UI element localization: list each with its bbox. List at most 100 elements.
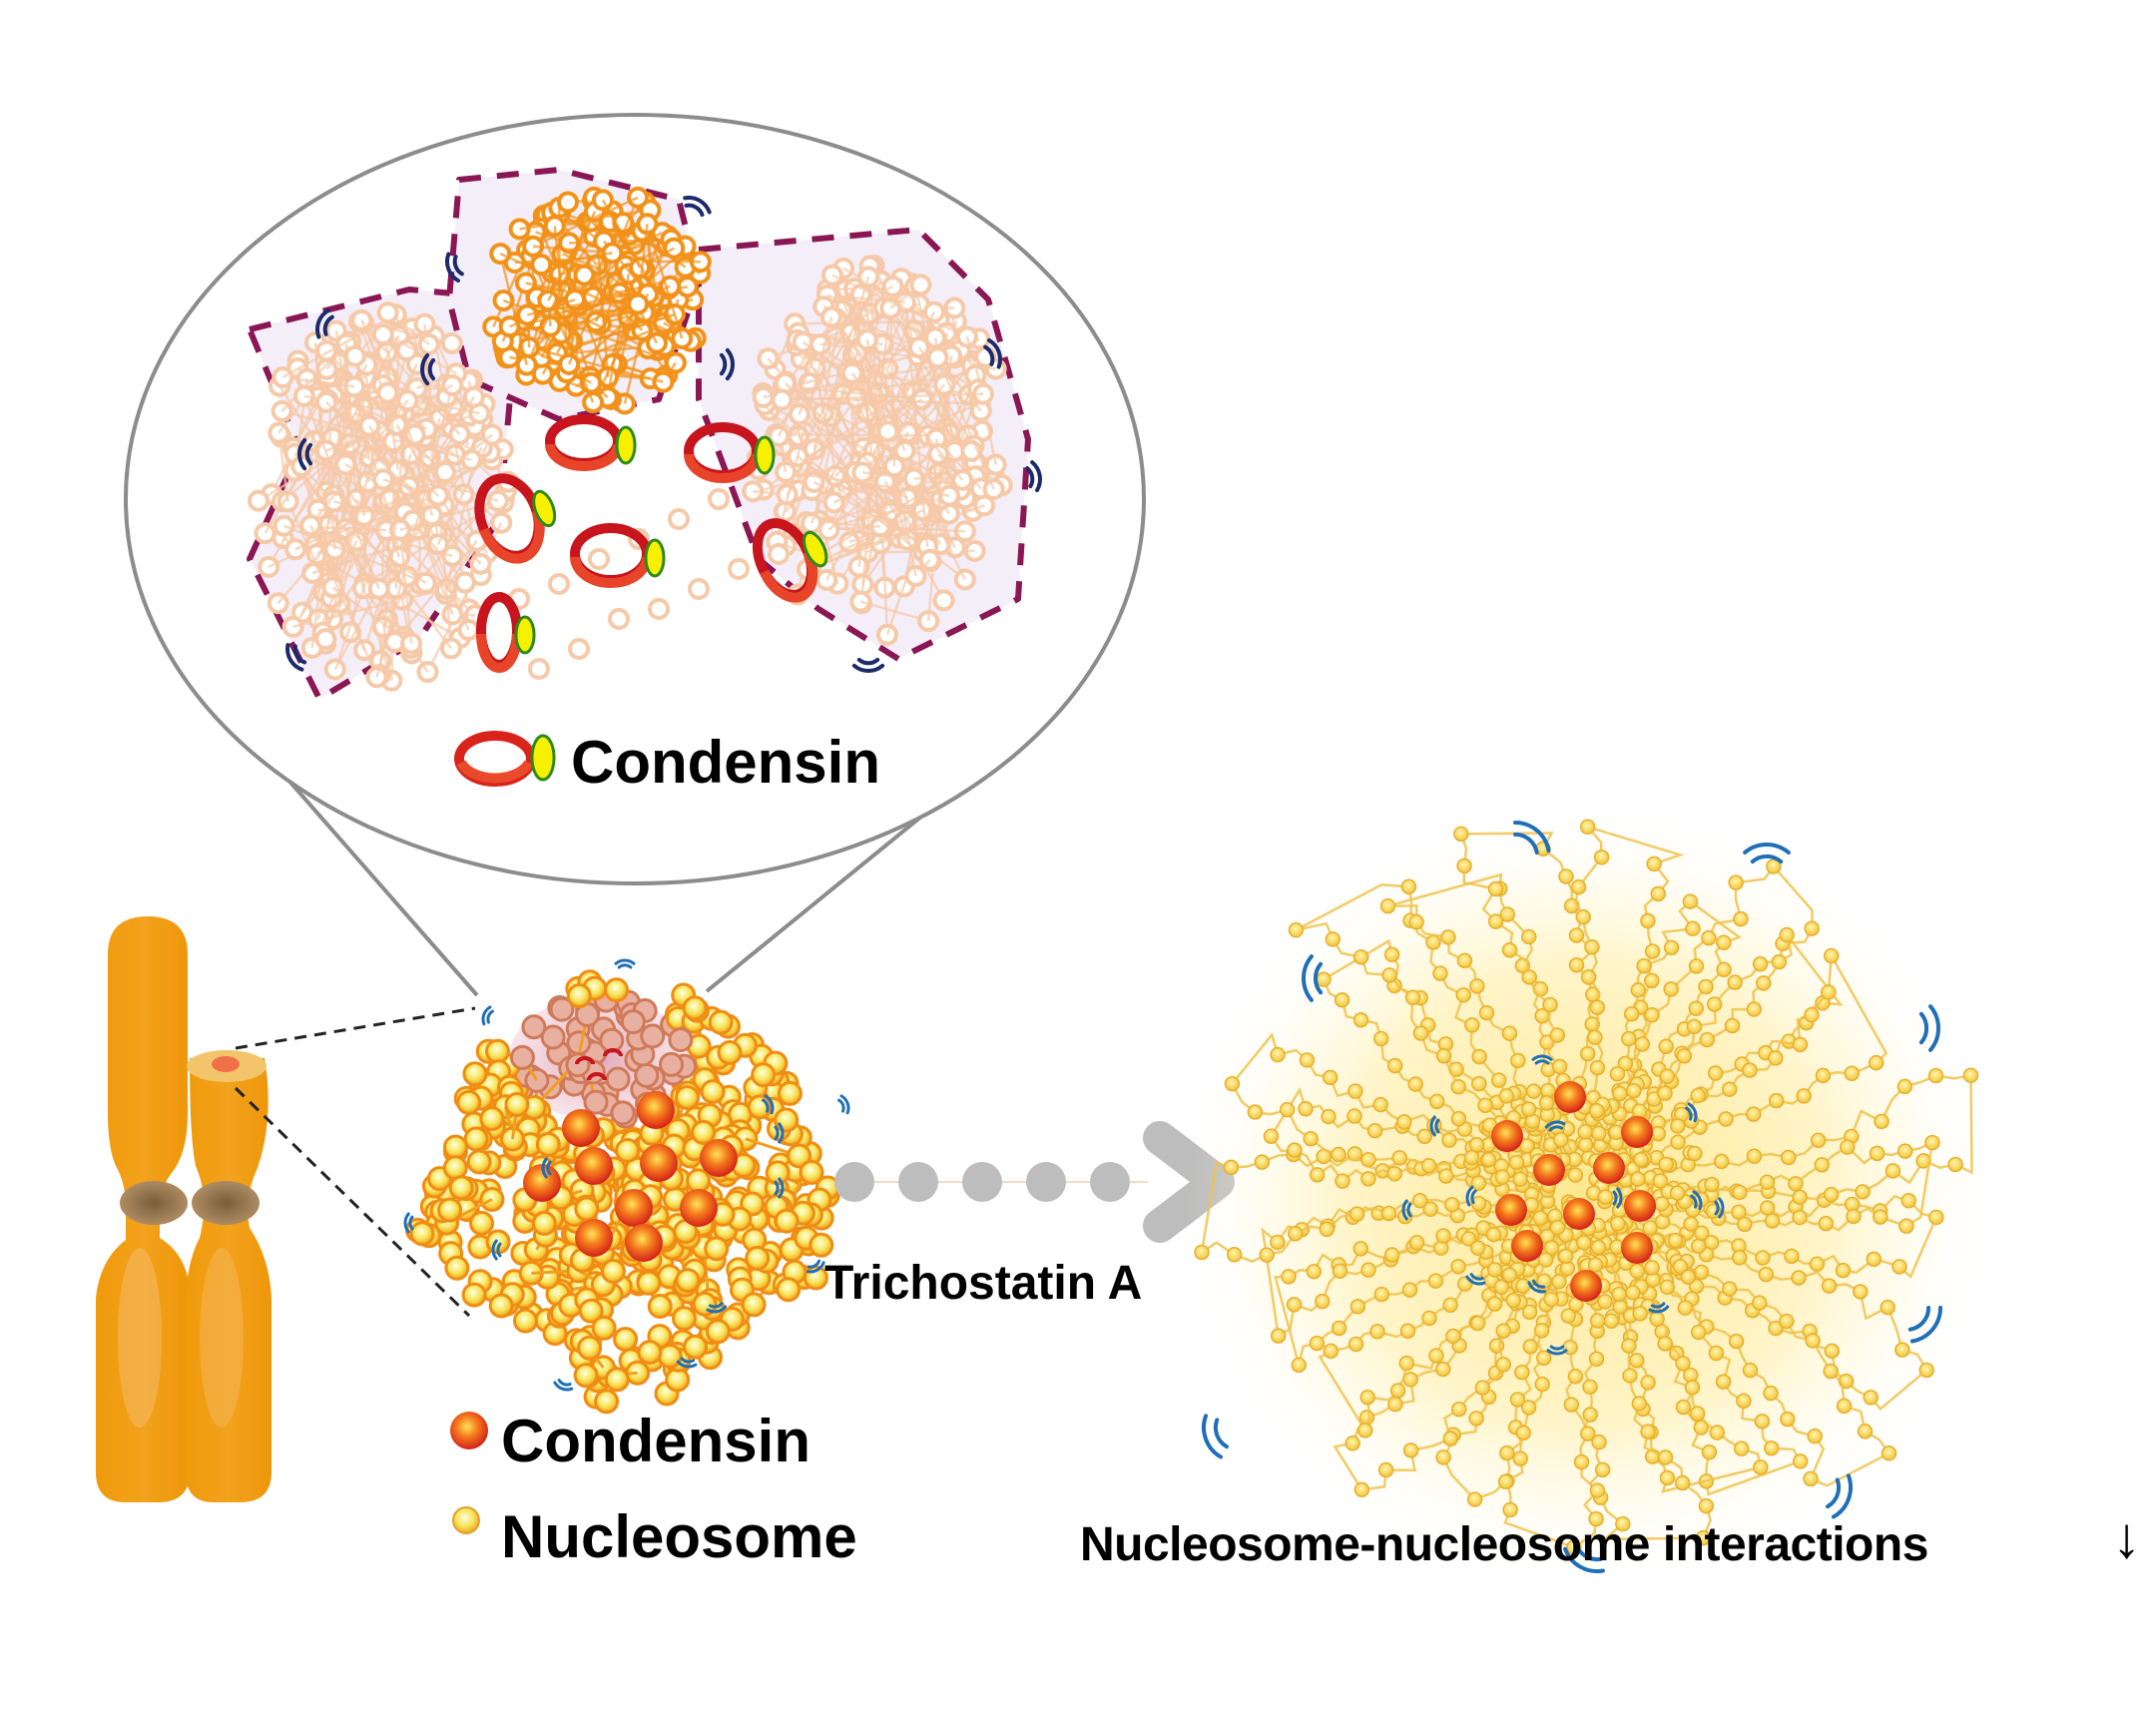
nucleosome-bead <box>926 346 949 369</box>
motion-mark-icon <box>1612 1187 1623 1209</box>
nucleosome-bead <box>456 1089 482 1115</box>
nucleosome-bead <box>1502 1501 1518 1518</box>
arrow-dot <box>1090 1162 1130 1202</box>
nucleosome-bead <box>637 1340 663 1366</box>
condensin-sphere <box>700 1139 738 1177</box>
motion-mark-icon <box>1429 1115 1440 1137</box>
nucleosome-bead <box>608 608 630 630</box>
motion-mark-icon <box>683 196 712 218</box>
nucleosome-bead <box>1515 1425 1532 1441</box>
nucleosome-bead <box>932 589 955 612</box>
nucleosome-bead <box>1494 1169 1511 1185</box>
nucleosome-bead <box>1450 1259 1466 1275</box>
nucleosome-bead <box>704 1236 730 1262</box>
nucleosome-bead <box>1736 1393 1752 1410</box>
nucleosome-bead <box>1391 1150 1407 1166</box>
nucleosome-bead <box>1855 1184 1871 1200</box>
motion-mark-icon <box>774 1122 785 1144</box>
nucleosome-bead <box>708 1009 734 1035</box>
nucleosome-fiber <box>404 969 840 1415</box>
nucleosome-bead <box>1733 1440 1750 1456</box>
nucleosome-bead <box>1683 1216 1699 1232</box>
condensin-sphere <box>1621 1232 1653 1264</box>
nucleosome-bead <box>776 1277 802 1303</box>
nucleosome-bead <box>1644 972 1660 989</box>
nucleosome-bead <box>577 1335 603 1361</box>
nucleosome-bead <box>1597 1294 1613 1310</box>
nucleosome-bead <box>1626 1082 1642 1099</box>
nucleosome-bead <box>1658 1038 1674 1054</box>
nucleosome-bead <box>1689 1406 1706 1422</box>
nucleosome-bead <box>540 1024 566 1050</box>
nucleosome-bead <box>741 1292 767 1318</box>
chromosome <box>96 916 476 1502</box>
nucleosome-bead <box>683 1334 709 1360</box>
nucleosome-bead <box>1223 1159 1240 1176</box>
motion-mark-icon <box>1465 1185 1477 1207</box>
nucleosome-bead <box>1640 1375 1656 1391</box>
nucleosome-bead <box>1532 980 1549 997</box>
nucleosome-bead <box>700 1079 726 1105</box>
nucleosome-bead <box>1815 1067 1832 1084</box>
nucleosome-bead <box>1804 1006 1820 1023</box>
motion-mark-icon <box>1531 1054 1553 1065</box>
nucleosome-bead <box>548 573 570 595</box>
nucleosome-bead <box>1588 1351 1605 1368</box>
nucleosome-bead <box>1287 1142 1303 1158</box>
nucleosome-bead <box>1644 1007 1660 1023</box>
nucleosome-bead <box>1587 1029 1603 1046</box>
nucleosome-bead <box>1707 1065 1724 1081</box>
nucleosome-bead <box>774 1107 800 1133</box>
nucleosome-bead <box>1576 1235 1592 1251</box>
nucleosome-bead <box>768 543 790 565</box>
nucleosome-bead <box>1640 912 1656 929</box>
nucleosome-bead <box>1706 996 1723 1012</box>
nucleosome-bead <box>1896 1078 1913 1095</box>
nucleosome-bead <box>1306 1263 1323 1280</box>
nucleosome-bead <box>1728 1333 1745 1350</box>
nucleosome-bead <box>1366 1122 1383 1139</box>
nucleosome-bead <box>1784 1248 1800 1265</box>
nucleosome-bead <box>1704 1176 1720 1193</box>
nucleosome-bead <box>1687 1145 1703 1162</box>
nucleosome-bead <box>599 1027 625 1053</box>
nucleosome-bead <box>1695 1529 1712 1546</box>
nucleosome-bead <box>1291 1357 1307 1374</box>
nucleosome-bead <box>1896 1143 1913 1159</box>
nucleosome-bead <box>1279 1101 1296 1118</box>
motion-mark-icon <box>614 958 636 969</box>
nucleosome-bead <box>610 1100 636 1126</box>
nucleosome-bead <box>1677 1300 1694 1316</box>
nucleosome-bead <box>1713 1153 1730 1170</box>
nucleosome-bead <box>1469 1315 1486 1332</box>
nucleosome-bead <box>1693 1264 1710 1281</box>
nucleosome-bead <box>1591 1434 1607 1450</box>
nucleosome-bead <box>1869 1145 1886 1162</box>
nucleosome-bead <box>1303 1130 1319 1147</box>
nucleosome-bead <box>1422 1201 1438 1218</box>
nucleosome-bead <box>1525 1083 1542 1099</box>
nucleosome-bead <box>691 1119 717 1145</box>
nucleosome-bead <box>1456 952 1473 969</box>
nucleosome-bead <box>1611 1286 1627 1303</box>
nucleosome-bead <box>1804 920 1820 936</box>
arrow-dot <box>962 1162 1002 1202</box>
nucleosome-bead <box>1515 1278 1531 1294</box>
motion-mark-icon <box>541 1157 552 1179</box>
nucleosome-bead <box>1521 1304 1538 1321</box>
nucleosome-bead <box>1742 1062 1758 1078</box>
nucleosome-bead <box>1698 978 1714 995</box>
zoom-legend <box>454 731 556 787</box>
nucleosome-bead <box>479 1106 505 1132</box>
motion-mark-icon <box>807 1259 825 1274</box>
nucleosome-bead <box>1331 1320 1348 1337</box>
motion-mark-icon <box>1302 954 1324 1002</box>
nucleosome-bead <box>1538 1095 1555 1111</box>
nucleosome-bead <box>1543 1240 1560 1256</box>
nucleosome-bead <box>1399 1323 1416 1339</box>
nucleosome-bead <box>1796 1088 1812 1104</box>
nucleosome-bead <box>600 1258 626 1284</box>
nucleosome-bead <box>1732 1184 1748 1201</box>
condensin-sphere <box>640 1144 678 1182</box>
nucleosome-bead <box>1493 1279 1510 1296</box>
